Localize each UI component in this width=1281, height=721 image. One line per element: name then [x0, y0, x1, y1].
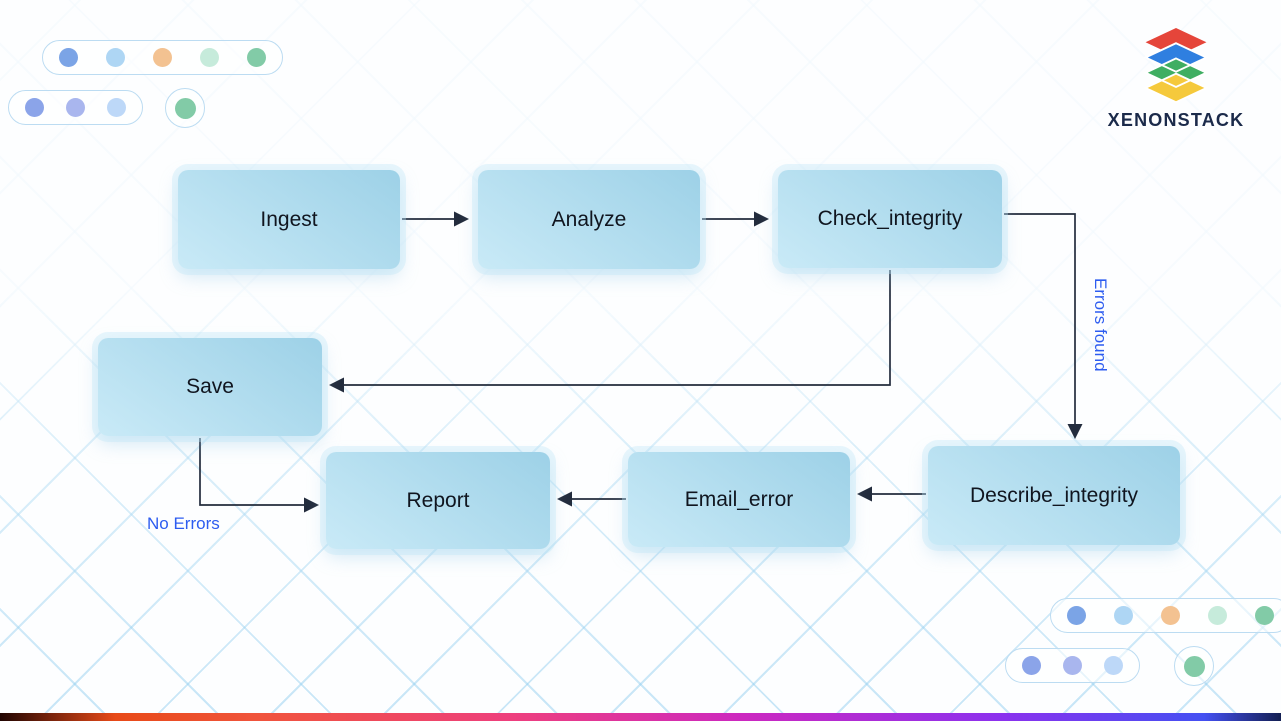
edge-check-save: [328, 270, 891, 393]
decorative-ring-bottom: [1174, 646, 1214, 686]
decorative-dot-pill-top-1: [42, 40, 283, 75]
dot-green: [247, 48, 266, 67]
decorative-dot-pill-top-2: [8, 90, 143, 125]
node-describe-integrity: Describe_integrity: [928, 446, 1180, 545]
node-report: Report: [326, 452, 550, 549]
edge-label-no-errors: No Errors: [147, 514, 220, 533]
dot-blue: [59, 48, 78, 67]
node-label: Ingest: [260, 207, 318, 231]
edge-label-errors-found: Errors found: [1091, 278, 1110, 372]
node-label: Report: [406, 488, 470, 512]
dot-blue: [1067, 606, 1086, 625]
dot-orange: [1161, 606, 1180, 625]
node-analyze: Analyze: [478, 170, 700, 269]
xenonstack-logo-icon: [1143, 28, 1209, 104]
edge-check-describe: [1004, 213, 1083, 440]
node-email-error: Email_error: [628, 452, 850, 547]
dot-green: [1183, 655, 1205, 677]
bottom-gradient-bar: [0, 713, 1281, 721]
brand-block: XENONSTACK: [1096, 28, 1256, 131]
node-label: Email_error: [684, 487, 794, 511]
brand-name: XENONSTACK: [1107, 110, 1245, 130]
edge-save-report: [199, 438, 320, 513]
dot-lavender: [1063, 656, 1082, 675]
node-label: Describe_integrity: [969, 483, 1139, 507]
dot-indigo: [1022, 656, 1041, 675]
decorative-dot-pill-bottom-2: [1005, 648, 1140, 683]
dot-mint: [200, 48, 219, 67]
node-label: Analyze: [551, 207, 627, 231]
decorative-dot-pill-bottom-1: [1050, 598, 1281, 633]
dot-green: [174, 97, 196, 119]
node-label: Save: [186, 375, 234, 398]
dot-sky: [107, 98, 126, 117]
dot-green: [1255, 606, 1274, 625]
dot-mint: [1208, 606, 1227, 625]
dot-indigo: [25, 98, 44, 117]
decorative-ring-top: [165, 88, 205, 128]
dot-light-blue: [1114, 606, 1133, 625]
node-save: Save: [98, 338, 322, 436]
dot-lavender: [66, 98, 85, 117]
node-ingest: Ingest: [178, 170, 400, 269]
dot-light-blue: [106, 48, 125, 67]
node-label: Check_integrity: [817, 207, 963, 230]
node-check-integrity: Check_integrity: [778, 170, 1002, 268]
dot-sky: [1104, 656, 1123, 675]
dot-orange: [153, 48, 172, 67]
